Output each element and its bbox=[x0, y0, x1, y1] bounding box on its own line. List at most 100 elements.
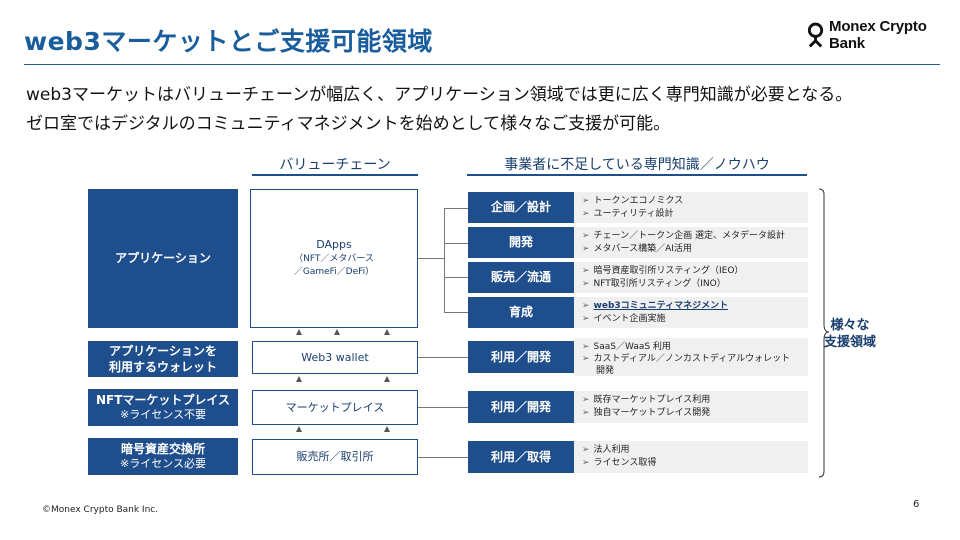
item-text: カストディアル／ノンカストディアルウォレット bbox=[593, 354, 791, 365]
layer-exchange-label: 暗号資産交換所 bbox=[120, 441, 205, 456]
connector-line bbox=[444, 277, 468, 278]
list-item: ➢イベント企画実施 bbox=[582, 313, 804, 326]
lead-text-1: web3マーケットはバリューチェーンが幅広く、アプリケーション領域では更に広く専… bbox=[26, 85, 853, 105]
knowhow-distribution: 販売／流通 bbox=[468, 262, 574, 293]
support-scope-label: 様々な 支援領域 bbox=[824, 318, 876, 352]
bullet-arrow-icon: ➢ bbox=[582, 301, 590, 311]
list-item: ➢独自マーケットプレイス開発 bbox=[582, 407, 804, 420]
layer-nft-marketplace-label: NFTマーケットプレイス bbox=[95, 392, 231, 407]
knowhow-development-label: 開発 bbox=[508, 235, 533, 250]
bullet-arrow-icon: ➢ bbox=[582, 445, 590, 455]
bullet-arrow-icon: ➢ bbox=[582, 196, 590, 206]
item-text: SaaS／WaaS 利用 bbox=[593, 342, 671, 352]
knowhow-marketplace: 利用／開発 bbox=[468, 391, 574, 423]
knowhow-wallet-label: 利用／開発 bbox=[490, 349, 551, 364]
value-chain-dapps: DApps （NFT／メタバース ／GameFi／DeFi） bbox=[250, 189, 418, 328]
dapps-line-1: （NFT／メタバース bbox=[294, 254, 374, 265]
layer-application: アプリケーション bbox=[88, 189, 238, 328]
knowhow-wallet: 利用／開発 bbox=[468, 341, 574, 373]
up-arrow-icon bbox=[296, 329, 302, 335]
knowhow-planning: 企画／設計 bbox=[468, 192, 574, 223]
knowhow-marketplace-label: 利用／開発 bbox=[490, 399, 551, 414]
knowhow-exchange-label: 利用／取得 bbox=[490, 449, 551, 464]
knowhow-planning-label: 企画／設計 bbox=[490, 200, 551, 215]
up-arrow-icon bbox=[384, 376, 390, 382]
list-item: ➢カストディアル／ノンカストディアルウォレット bbox=[582, 353, 804, 365]
knowhow-community: 育成 bbox=[468, 297, 574, 328]
list-item: ➢ライセンス取得 bbox=[582, 457, 804, 470]
item-text: NFT取引所リスティング（INO） bbox=[593, 279, 726, 290]
page-title: web3マーケットとご支援可能領域 bbox=[24, 27, 433, 56]
knowhow-development: 開発 bbox=[468, 227, 574, 258]
up-arrow-icon bbox=[384, 329, 390, 335]
bullet-arrow-icon: ➢ bbox=[582, 231, 590, 241]
connector-line bbox=[444, 208, 468, 209]
bullet-arrow-icon: ➢ bbox=[582, 395, 590, 405]
item-text: メタバース構築／AI活用 bbox=[593, 244, 692, 255]
monex-logo-icon bbox=[807, 22, 824, 48]
up-arrow-icon bbox=[384, 426, 390, 432]
item-text: 開発 bbox=[596, 366, 615, 377]
list-item: ➢ユーティリティ設計 bbox=[582, 208, 804, 221]
bullet-arrow-icon: ➢ bbox=[582, 209, 590, 220]
up-arrow-icon bbox=[334, 329, 340, 335]
bullet-arrow-icon: ➢ bbox=[582, 266, 590, 276]
knowhow-community-details: ➢web3コミュニティマネジメント ➢イベント企画実施 bbox=[574, 297, 808, 328]
layer-nft-marketplace: NFTマーケットプレイス ※ライセンス不要 bbox=[88, 389, 238, 426]
title-divider bbox=[24, 64, 940, 65]
item-text: チェーン／トークン企画 選定、メタデータ設計 bbox=[593, 231, 785, 241]
list-item: ➢NFT取引所リスティング（INO） bbox=[582, 278, 804, 291]
brand-logo: Monex Crypto Bank bbox=[806, 18, 960, 52]
connector-line bbox=[444, 243, 468, 244]
value-chain-header-underline bbox=[252, 174, 418, 176]
layer-wallet-label-2: 利用するウォレット bbox=[108, 360, 217, 374]
knowhow-distribution-details: ➢暗号資産取引所リスティング（IEO） ➢NFT取引所リスティング（INO） bbox=[574, 262, 808, 293]
bullet-arrow-icon: ➢ bbox=[582, 342, 590, 352]
value-chain-exchange: 販売所／取引所 bbox=[252, 439, 418, 475]
knowhow-exchange-details: ➢法人利用 ➢ライセンス取得 bbox=[574, 441, 808, 473]
scope-line-1: 様々な bbox=[830, 318, 870, 333]
list-item: ➢web3コミュニティマネジメント bbox=[582, 300, 804, 313]
page-number: 6 bbox=[913, 499, 920, 510]
bullet-arrow-icon: ➢ bbox=[582, 244, 590, 255]
value-chain-header: バリューチェーン bbox=[279, 157, 391, 173]
list-item: ➢SaaS／WaaS 利用 bbox=[582, 341, 804, 353]
knowhow-header: 事業者に不足している専門知識／ノウハウ bbox=[504, 157, 770, 173]
dapps-title: DApps bbox=[316, 238, 352, 252]
marketplace-label: マーケットプレイス bbox=[285, 400, 385, 414]
copyright: ©Monex Crypto Bank Inc. bbox=[42, 505, 159, 515]
lead-text-2: ゼロ室ではデジタルのコミュニティマネジメントを始めとして様々なご支援が可能。 bbox=[26, 114, 671, 134]
layer-application-label: アプリケーション bbox=[115, 251, 211, 266]
dapps-line-2: ／GameFi／DeFi） bbox=[293, 267, 375, 278]
item-text: トークンエコノミクス bbox=[593, 196, 684, 206]
item-text: 暗号資産取引所リスティング（IEO） bbox=[593, 266, 744, 276]
knowhow-wallet-details: ➢SaaS／WaaS 利用 ➢カストディアル／ノンカストディアルウォレット 開発 bbox=[574, 338, 808, 376]
item-text: イベント企画実施 bbox=[593, 314, 666, 325]
value-chain-wallet: Web3 wallet bbox=[252, 341, 418, 374]
knowhow-planning-details: ➢トークンエコノミクス ➢ユーティリティ設計 bbox=[574, 192, 808, 223]
layer-exchange-note: ※ライセンス必要 bbox=[120, 457, 206, 471]
item-text: 法人利用 bbox=[593, 445, 630, 455]
list-item: ➢既存マーケットプレイス利用 bbox=[582, 394, 804, 407]
right-brace-icon bbox=[818, 188, 830, 478]
wallet-label: Web3 wallet bbox=[301, 350, 369, 364]
knowhow-header-underline bbox=[467, 174, 807, 176]
list-item: ➢トークンエコノミクス bbox=[582, 195, 804, 208]
knowhow-development-details: ➢チェーン／トークン企画 選定、メタデータ設計 ➢メタバース構築／AI活用 bbox=[574, 227, 808, 258]
connector-line bbox=[418, 457, 468, 458]
item-text-highlight: web3コミュニティマネジメント bbox=[593, 301, 729, 311]
exchange-label: 販売所／取引所 bbox=[296, 450, 374, 464]
bullet-arrow-icon: ➢ bbox=[582, 458, 590, 469]
list-item: ➢暗号資産取引所リスティング（IEO） bbox=[582, 265, 804, 278]
up-arrow-icon bbox=[296, 426, 302, 432]
brand-name: Monex Crypto Bank bbox=[829, 18, 927, 52]
up-arrow-icon bbox=[296, 376, 302, 382]
layer-wallet: アプリケーションを 利用するウォレット bbox=[88, 341, 238, 377]
item-text: ユーティリティ設計 bbox=[593, 209, 674, 220]
knowhow-distribution-label: 販売／流通 bbox=[490, 270, 551, 285]
list-item: ➢法人利用 bbox=[582, 444, 804, 457]
connector-line bbox=[418, 407, 468, 408]
knowhow-exchange: 利用／取得 bbox=[468, 441, 574, 473]
layer-nft-marketplace-note: ※ライセンス不要 bbox=[120, 408, 206, 422]
bullet-arrow-icon: ➢ bbox=[582, 354, 590, 365]
